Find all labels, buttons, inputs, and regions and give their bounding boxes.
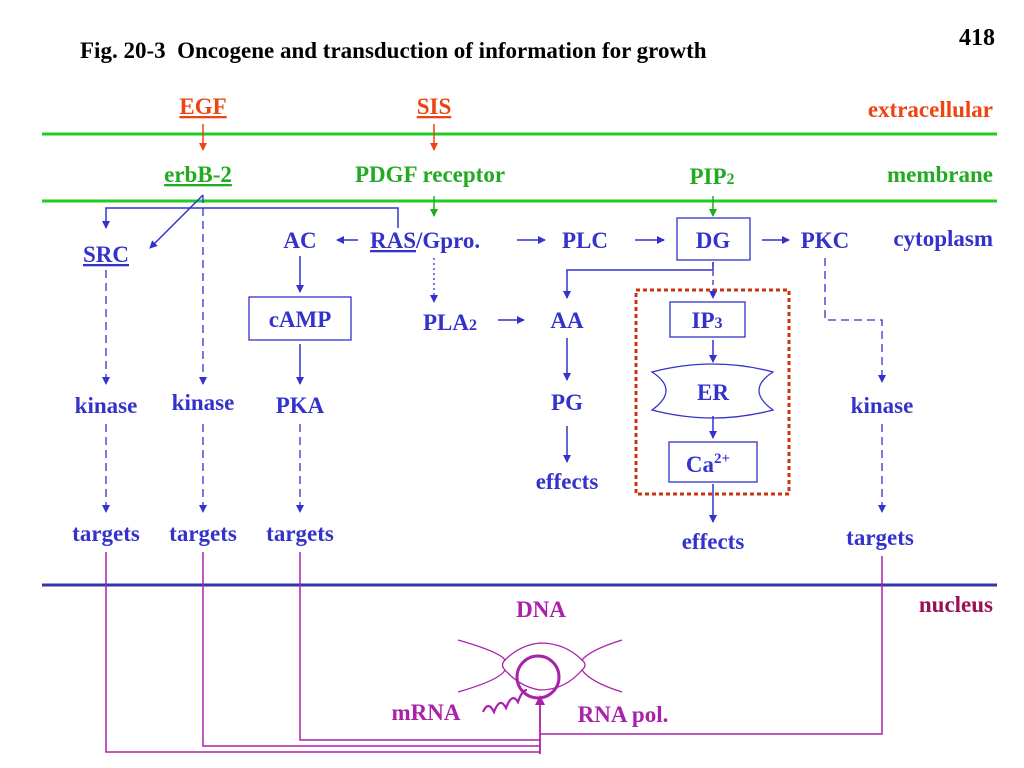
node-pdgf-receptor: PDGF receptor: [355, 162, 505, 187]
node-targets-3: targets: [266, 521, 334, 546]
node-kinase-pkc: kinase: [851, 393, 914, 418]
node-dna: DNA: [516, 597, 566, 622]
arrow-ras-src: [102, 207, 399, 229]
zone-membrane: membrane: [887, 162, 993, 187]
node-targets-2: targets: [169, 521, 237, 546]
node-er-shape: [650, 363, 775, 419]
node-pg: PG: [551, 390, 583, 415]
node-targets-1: targets: [72, 521, 140, 546]
rna-polymerase-circle: [515, 654, 561, 700]
node-rna-pol: RNA pol.: [578, 702, 669, 727]
node-ip3: IP3: [692, 308, 723, 333]
zone-nucleus: nucleus: [919, 592, 993, 617]
node-aa: AA: [550, 308, 584, 333]
node-kinase-src: kinase: [75, 393, 138, 418]
node-pla2: PLA2: [423, 310, 477, 335]
node-targets-4: targets: [846, 525, 914, 550]
arrow-pkc-kinase: [824, 258, 886, 383]
node-ca-box: [668, 441, 758, 483]
zone-extracellular: extracellular: [868, 97, 993, 122]
node-er: ER: [697, 380, 729, 405]
node-dg: DG: [696, 228, 731, 253]
node-ras-gpro: RAS/Gpro.: [370, 228, 480, 253]
node-pkc: PKC: [801, 228, 850, 253]
node-plc: PLC: [562, 228, 608, 253]
mrna-strand: [481, 688, 528, 715]
connector-targets2-rnapol: [202, 552, 540, 747]
node-effects-pg: effects: [536, 469, 599, 494]
node-pip2: PIP2: [689, 164, 734, 189]
node-erbb2: erbB-2: [164, 162, 232, 187]
connector-targets1-rnapol: [105, 552, 540, 753]
node-ras: RAS: [370, 228, 416, 253]
node-dg-box: [676, 217, 751, 261]
node-kinase-erbb2: kinase: [172, 390, 235, 415]
node-ip3-box: [669, 301, 746, 338]
connector-targets4-rnapol: [540, 556, 883, 735]
node-sis: SIS: [417, 94, 452, 119]
node-pka: PKA: [276, 393, 325, 418]
node-src: SRC: [83, 242, 129, 267]
dna-strand: [457, 639, 623, 693]
calcium-pathway-highlight: [634, 288, 791, 496]
node-camp: cAMP: [269, 307, 332, 332]
node-effects-ca: effects: [682, 529, 745, 554]
arrow-erbb2-src-line: [149, 194, 204, 249]
figure-title: Fig. 20-3 Oncogene and transduction of i…: [80, 38, 707, 63]
node-camp-box: [248, 296, 352, 341]
node-ac: AC: [283, 228, 316, 253]
node-egf: EGF: [179, 94, 226, 119]
node-gpro: /Gpro.: [415, 228, 480, 253]
connector-targets3-rnapol: [299, 552, 540, 741]
node-ca: Ca2+: [686, 451, 730, 477]
node-mrna: mRNA: [392, 700, 461, 725]
arrow-dg-aa: [563, 262, 714, 299]
page-number: 418: [959, 25, 995, 51]
zone-cytoplasm: cytoplasm: [893, 226, 993, 251]
